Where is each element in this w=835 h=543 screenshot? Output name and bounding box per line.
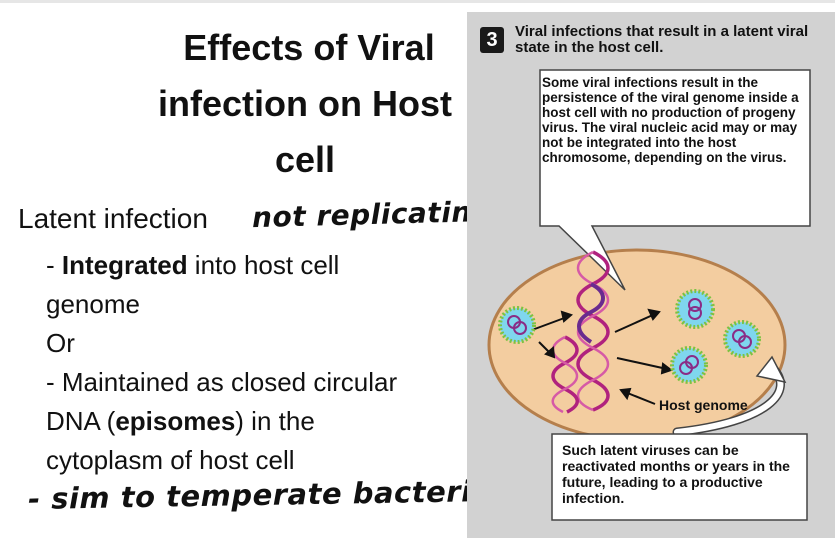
bullet-integrated: - Integrated into host cell: [46, 246, 466, 285]
handwritten-note-temperate-bacteria: - sim to temperate bacteria: [27, 473, 492, 517]
integrated-rest: into host cell: [187, 250, 340, 280]
line-cytoplasm: cytoplasm of host cell: [46, 445, 295, 475]
virus-particles: [498, 289, 761, 384]
bottom-callout-box: [551, 433, 808, 521]
top-callout-text: Some viral infections result in the pers…: [542, 75, 799, 165]
dash: -: [46, 250, 62, 280]
arrows: [531, 308, 674, 405]
bullet-list: - Integrated into host cell genome Or - …: [46, 246, 466, 480]
dna-prefix: DNA (: [46, 406, 116, 436]
title-line-1: Effects of Viral: [183, 27, 435, 68]
figure-title: Viral infections that result in a latent…: [515, 23, 809, 56]
dna-suffix: ) in the: [235, 406, 315, 436]
integrated-viral-genome: [577, 282, 605, 344]
latent-infection-heading: Latent infection: [18, 203, 208, 234]
title-line-3: cell: [274, 139, 336, 180]
figure-illustration: [487, 69, 811, 521]
host-genome-label: Host genome: [659, 397, 748, 413]
latent-infection-figure: 3 Viral infections that result in a late…: [467, 12, 835, 538]
bullet-maintained: - Maintained as closed circular: [46, 367, 398, 397]
episomes-bold: episomes: [115, 406, 236, 436]
handwritten-note-not-replicating: not replicating: [251, 194, 493, 235]
host-chromosome: [576, 250, 610, 412]
figure-number-badge: 3: [480, 27, 504, 53]
bottom-callout-text: Such latent viruses can be reactivated m…: [562, 442, 790, 506]
line-genome: genome: [46, 289, 140, 319]
top-divider: [0, 0, 835, 3]
title-line-2: infection on Host: [158, 83, 452, 124]
integrated-bold: Integrated: [61, 250, 188, 280]
top-callout-box: [539, 69, 811, 291]
line-dna-episomes: DNA (episomes) in the: [46, 402, 466, 441]
line-or: Or: [46, 328, 75, 358]
slide-title: Effects of Viral infection on Host cell: [140, 20, 470, 188]
